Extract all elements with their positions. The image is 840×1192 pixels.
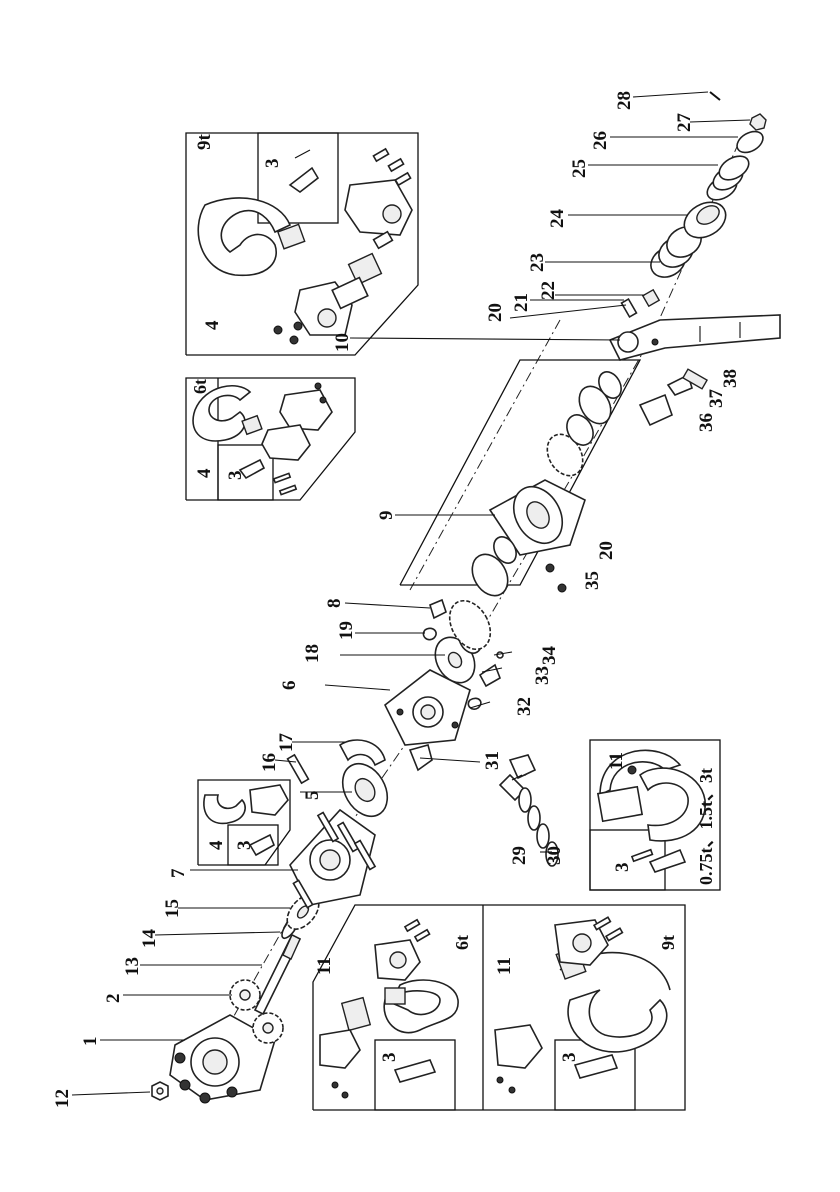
label-29: 29 [509, 846, 530, 865]
label-callout-4-mid: 4 [206, 840, 227, 850]
label-capacity-small: 0.75t、1.5t、3t [696, 768, 716, 885]
pin-9t [374, 232, 393, 249]
part-8-pawl [430, 600, 446, 618]
part-13-shaft [255, 935, 300, 1014]
label-capacity-9t-bottom: 9t [658, 935, 678, 950]
part-25-spring [703, 151, 753, 204]
label-36: 36 [696, 413, 717, 432]
part-9-brake-assembly [400, 360, 640, 602]
label-7: 7 [168, 868, 189, 878]
inset-right-small: 0.75t、1.5t、3t 3 11 [590, 740, 720, 890]
side-plate-6t-a [280, 390, 332, 430]
label-5: 5 [302, 791, 323, 801]
label-14: 14 [139, 929, 160, 949]
side-plate-6t-b [262, 425, 310, 460]
part-28-pin [710, 92, 720, 100]
label-callout-3-mid: 3 [234, 841, 255, 851]
label-19: 19 [336, 621, 357, 640]
part-36 [640, 395, 672, 425]
part-26-cap [733, 127, 766, 157]
label-20-top: 20 [485, 303, 506, 322]
label-callout-3-bottom6t: 3 [379, 1053, 400, 1063]
label-22: 22 [538, 281, 559, 300]
label-33: 33 [532, 666, 553, 685]
label-12: 12 [52, 1089, 73, 1108]
label-15: 15 [162, 899, 183, 918]
label-callout-4-top6t: 4 [194, 468, 215, 478]
label-callout-3-bottom9t: 3 [559, 1053, 580, 1063]
label-callout-3-right: 3 [612, 863, 633, 873]
label-16: 16 [259, 753, 280, 772]
label-20-mid: 20 [596, 541, 617, 560]
part-33 [480, 665, 500, 686]
label-capacity-6t-top: 6t [190, 379, 210, 394]
label-37: 37 [706, 389, 727, 409]
label-18: 18 [302, 644, 323, 663]
label-23: 23 [527, 253, 548, 272]
side-plate-9t-a [345, 180, 412, 235]
part-12-nut [152, 1082, 168, 1100]
label-9: 9 [376, 511, 397, 521]
label-25: 25 [569, 159, 590, 178]
label-13: 13 [122, 957, 143, 976]
label-capacity-9t-top: 9t [194, 134, 215, 151]
part-7-frame-plate [290, 810, 375, 908]
label-30: 30 [544, 846, 565, 865]
label-35: 35 [582, 571, 603, 590]
label-callout-3-top9t: 3 [262, 159, 283, 169]
part-21-bolt [622, 299, 637, 317]
label-8: 8 [324, 599, 345, 609]
label-callout-3-top6t: 3 [225, 471, 246, 481]
label-callout-11-bottom9t: 11 [494, 957, 515, 975]
label-callout-11-right: 11 [606, 752, 627, 770]
inset-top-6t: 6t 3 4 [186, 378, 355, 500]
inset-mid-small: 4 3 [198, 780, 290, 865]
label-capacity-6t-bottom: 6t [452, 935, 472, 950]
plate-hole-9t-a [383, 205, 401, 223]
plate-hole-9t-b [318, 309, 336, 327]
part-17-guide [340, 740, 385, 765]
part-16-pin [288, 755, 309, 783]
part-19-spring [423, 628, 436, 639]
label-32: 32 [514, 697, 535, 716]
latch-9t [290, 168, 318, 192]
part-27-nut [750, 114, 766, 130]
label-24: 24 [547, 209, 568, 229]
label-27: 27 [674, 113, 695, 133]
label-10: 10 [332, 333, 353, 352]
part-22-cap [643, 290, 659, 306]
part-34 [497, 652, 503, 658]
label-26: 26 [590, 131, 611, 150]
label-callout-4-top9t: 4 [202, 320, 223, 330]
inset-top-9t: 9t 3 4 [186, 133, 418, 355]
part-10-handle [610, 315, 780, 360]
label-callout-11-bottom6t: 11 [314, 957, 335, 975]
part-31-chain-guide [410, 745, 432, 770]
label-17: 17 [276, 733, 297, 753]
label-38: 38 [720, 369, 741, 388]
label-31: 31 [482, 751, 503, 770]
label-6: 6 [279, 681, 300, 691]
hook-9t [198, 198, 290, 275]
label-1: 1 [80, 1037, 101, 1047]
label-34: 34 [539, 646, 560, 666]
hook-9t-bottom [568, 990, 667, 1052]
label-28: 28 [614, 91, 635, 110]
label-21: 21 [511, 293, 532, 312]
label-2: 2 [103, 994, 124, 1004]
inset-bottom: 6t 9t 3 11 3 11 [313, 905, 685, 1110]
